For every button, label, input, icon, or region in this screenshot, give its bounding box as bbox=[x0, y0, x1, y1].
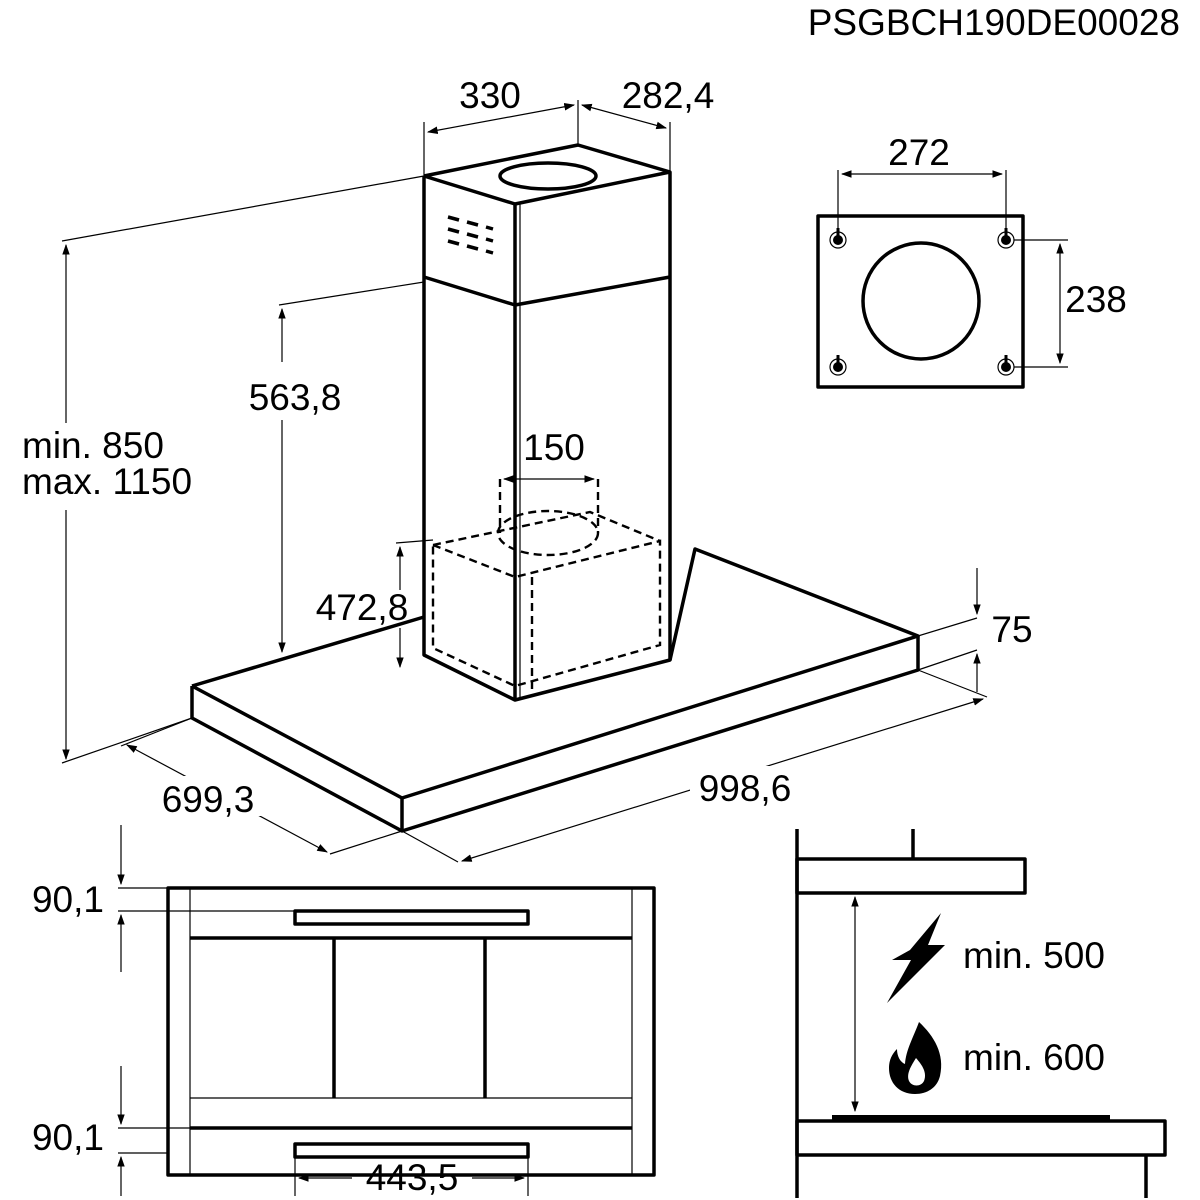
filter-rail-top bbox=[293, 909, 530, 926]
mount-plate-outline bbox=[816, 214, 1025, 389]
worktop-profile bbox=[795, 1119, 1167, 1157]
dim-overall-height: min. 850 max. 1150 bbox=[22, 175, 425, 764]
svg-text:150: 150 bbox=[523, 427, 585, 468]
motor-box-hidden bbox=[431, 479, 662, 690]
chimney-outline bbox=[422, 143, 672, 702]
gas-clearance-label: min. 600 bbox=[963, 1037, 1105, 1078]
keyhole-slots bbox=[829, 228, 1015, 376]
svg-text:90,1: 90,1 bbox=[32, 1117, 104, 1158]
dim-hole-spacing-vertical: 238 bbox=[1014, 239, 1127, 368]
svg-text:330: 330 bbox=[459, 75, 521, 116]
svg-text:272: 272 bbox=[888, 132, 950, 173]
mount-plate-view: 272 238 bbox=[816, 132, 1127, 389]
dim-canopy-width: 998,6 bbox=[401, 669, 988, 863]
lightning-icon bbox=[887, 913, 945, 1003]
svg-text:238: 238 bbox=[1065, 279, 1127, 320]
underside-view: 90,1 90,1 443,5 bbox=[32, 825, 656, 1198]
svg-text:998,6: 998,6 bbox=[699, 768, 792, 809]
underside-outline bbox=[166, 886, 656, 1177]
chimney-outlet-opening bbox=[498, 161, 598, 191]
svg-text:563,8: 563,8 bbox=[249, 377, 342, 418]
svg-text:90,1: 90,1 bbox=[32, 879, 104, 920]
dim-upper-chimney-height: 563,8 bbox=[249, 281, 425, 654]
electric-clearance-label: min. 500 bbox=[963, 935, 1105, 976]
dim-outlet-diameter: 150 bbox=[502, 427, 596, 483]
hob-profile bbox=[832, 1115, 1110, 1122]
dim-hole-spacing-horizontal: 272 bbox=[837, 132, 1007, 228]
chimney-section-joint bbox=[423, 275, 671, 307]
mount-plate-duct-hole bbox=[861, 241, 981, 361]
dim-filter-offset-top: 90,1 bbox=[32, 825, 295, 972]
dim-filter-width: 443,5 bbox=[294, 1157, 529, 1198]
dim-filter-offset-bottom: 90,1 bbox=[32, 1066, 295, 1196]
dim-chimney-depth: 282,4 bbox=[580, 75, 715, 172]
svg-text:699,3: 699,3 bbox=[162, 779, 255, 820]
hood-isometric-view: 330 282,4 min. 850 max. 1150 563,8 15 bbox=[22, 75, 1033, 863]
clearance-view: min. 500 min. 600 bbox=[795, 829, 1167, 1198]
svg-text:472,8: 472,8 bbox=[316, 587, 409, 628]
filter-rail-bottom bbox=[293, 1142, 530, 1159]
svg-text:443,5: 443,5 bbox=[366, 1157, 459, 1198]
dim-canopy-thickness: 75 bbox=[917, 568, 1033, 692]
svg-text:max. 1150: max. 1150 bbox=[22, 461, 192, 502]
svg-text:min. 850: min. 850 bbox=[22, 425, 164, 466]
hood-profile bbox=[795, 857, 1027, 895]
svg-text:75: 75 bbox=[991, 609, 1032, 650]
dim-chimney-width: 330 bbox=[423, 75, 579, 176]
vent-grille bbox=[447, 215, 494, 255]
dim-lower-box-height: 472,8 bbox=[316, 539, 434, 669]
svg-text:282,4: 282,4 bbox=[622, 75, 715, 116]
flame-icon bbox=[889, 1022, 942, 1094]
canopy-side-faces bbox=[190, 636, 920, 833]
canopy-top-face bbox=[191, 547, 920, 800]
document-code: PSGBCH190DE00028 bbox=[808, 2, 1180, 43]
dim-canopy-depth: 699,3 bbox=[120, 717, 403, 855]
